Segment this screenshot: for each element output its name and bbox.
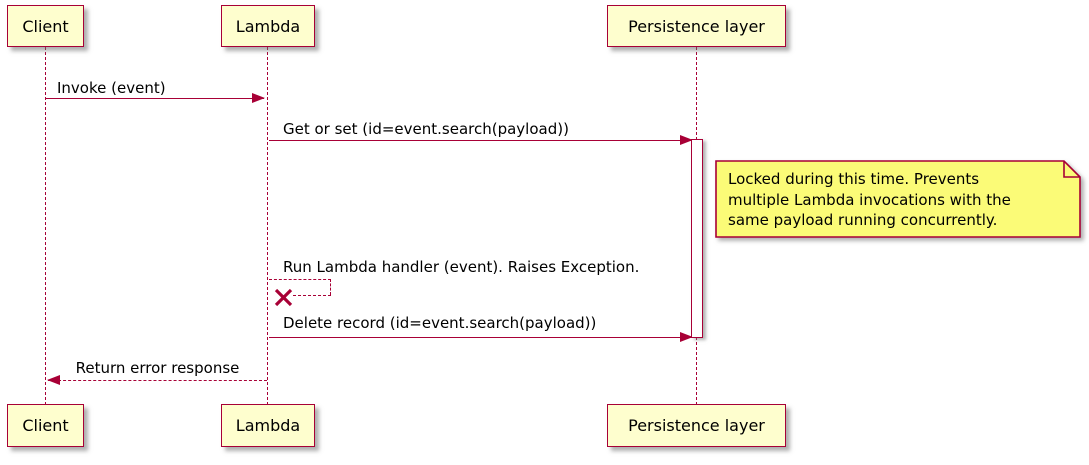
participant-label: Lambda xyxy=(235,16,301,36)
message-label-get-or-set: Get or set (id=event.search(payload)) xyxy=(283,120,569,138)
arrowhead-left-icon xyxy=(47,374,60,385)
message-label-delete-record: Delete record (id=event.search(payload)) xyxy=(283,314,597,332)
note-text: Locked during this time. Prevents multip… xyxy=(728,169,1011,231)
participant-lambda-bottom: Lambda xyxy=(221,404,315,447)
participant-label: Client xyxy=(22,16,69,36)
arrowhead-right-icon xyxy=(680,331,693,342)
self-message-bottom-line xyxy=(293,295,331,296)
arrowhead-right-icon xyxy=(680,134,693,145)
message-failed-x-icon xyxy=(274,288,293,311)
message-label-invoke: Invoke (event) xyxy=(57,79,166,97)
arrow-line-dashed xyxy=(48,380,267,381)
arrow-line xyxy=(46,98,264,99)
lifeline-client xyxy=(45,47,46,405)
participant-label: Client xyxy=(22,416,69,435)
note-background xyxy=(715,160,1081,238)
participant-label: Lambda xyxy=(235,416,301,435)
message-label-return-error: Return error response xyxy=(75,359,240,377)
participant-persistence-bottom: Persistence layer xyxy=(607,404,786,447)
message-label-run-handler: Run Lambda handler (event). Raises Excep… xyxy=(283,258,640,276)
participant-persistence-top: Persistence layer xyxy=(607,5,786,47)
participant-label: Persistence layer xyxy=(628,16,765,36)
participant-lambda-top: Lambda xyxy=(221,5,315,47)
note-locked: Locked during this time. Prevents multip… xyxy=(715,160,1081,238)
activation-bar-persistence xyxy=(691,139,703,338)
self-message-top-line xyxy=(269,279,331,280)
participant-client-top: Client xyxy=(7,5,84,47)
self-message-right-line xyxy=(330,279,331,295)
arrow-line xyxy=(269,337,692,338)
note-line: same payload running concurrently. xyxy=(728,211,998,229)
note-line: multiple Lambda invocations with the xyxy=(728,190,1011,209)
arrowhead-right-icon xyxy=(252,92,265,103)
note-fold-icon xyxy=(1063,161,1080,178)
participant-client-bottom: Client xyxy=(7,404,84,447)
note-line: Locked during this time. Prevents xyxy=(728,170,980,188)
lifeline-lambda xyxy=(267,47,268,405)
participant-label: Persistence layer xyxy=(628,416,765,435)
arrow-line xyxy=(269,140,692,141)
